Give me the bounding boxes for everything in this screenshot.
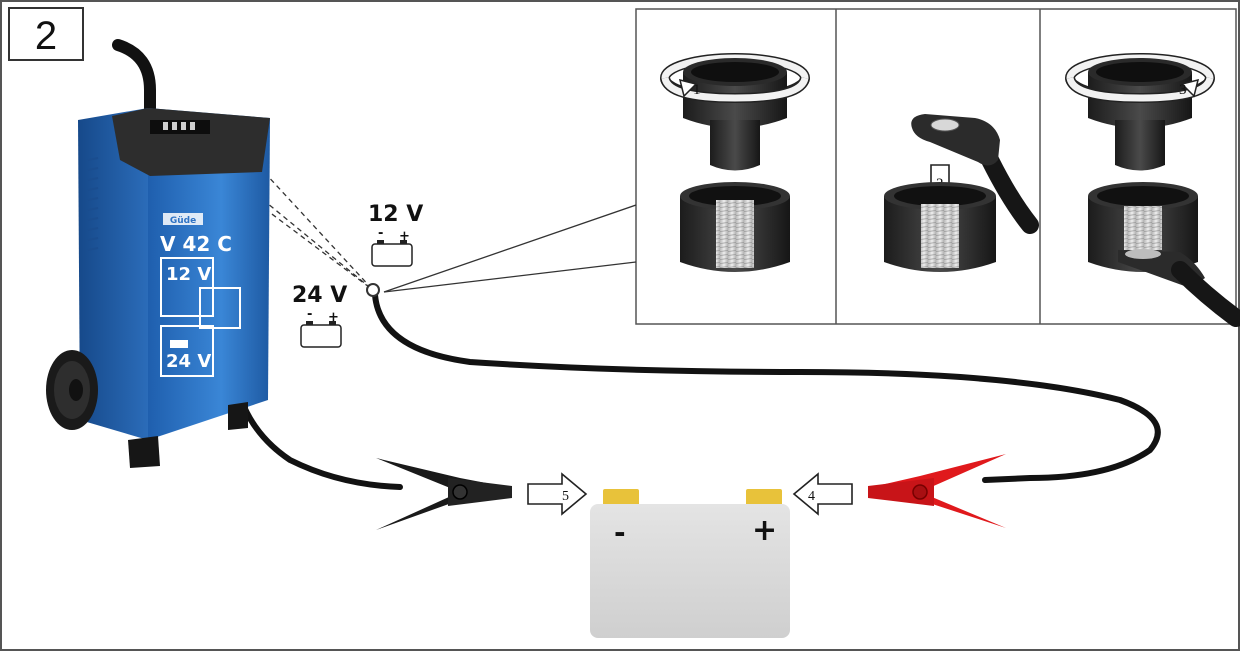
battery-minus: - [614,516,626,549]
mini-battery-24v-icon [300,324,342,348]
mini-minus-24v: - [307,307,312,322]
red-clamp-icon [868,454,1006,528]
charger-model: V 42 C [160,232,232,256]
arrow-step-4-icon: 4 [792,472,853,516]
voltage-12v-group: 12 V - + [368,202,423,267]
mini-minus-12v: - [378,226,383,241]
ring-lug-icon [366,283,380,297]
car-battery-icon: - + [590,489,790,638]
clamp-step-5: 5 [562,489,569,504]
label-24v: 24 V [292,283,347,308]
detail-panel-unscrew: 1 [660,53,810,272]
charger-12v: 12 V [166,264,211,285]
mini-battery-12v-icon [371,243,413,267]
mini-plus-24v: + [328,310,339,325]
detail-panel-place-lug: 2 [884,114,1039,272]
arrow-step-5-icon: 5 [527,472,588,516]
voltage-24v-group: 24 V - + [292,283,347,348]
detail-panel-tighten: 3 [1065,53,1240,327]
charger-brand: Güde [170,216,196,226]
charger-24v: 24 V [166,351,211,372]
step-number: 2 [35,14,57,58]
battery-plus: + [752,513,777,548]
label-12v: 12 V [368,202,423,227]
black-clamp-icon [376,458,512,530]
detail-step-1: 1 [693,82,701,98]
battery-charger: Güde V 42 C 12 V 24 V [46,39,270,468]
clamp-step-4: 4 [808,489,815,504]
step-number-badge: 2 [8,7,84,61]
mini-plus-12v: + [399,229,410,244]
detail-step-3: 3 [1179,82,1187,98]
